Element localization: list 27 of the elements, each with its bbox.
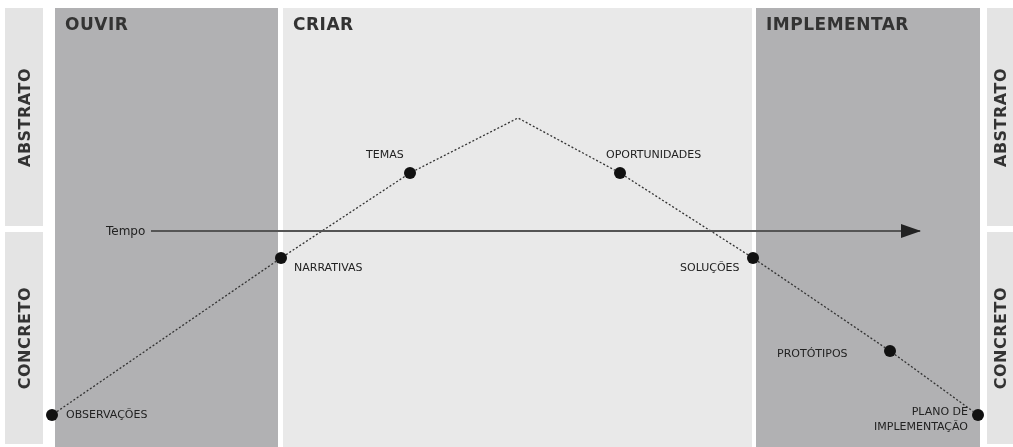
point-marker — [46, 409, 58, 421]
point-label: NARRATIVAS — [294, 261, 363, 274]
axis-band — [987, 8, 1013, 226]
axis-label: CONCRETO — [990, 286, 1010, 390]
axis-label: CONCRETO — [14, 286, 34, 390]
dotted-line — [624, 175, 749, 256]
dotted-line — [56, 260, 277, 413]
point-label: PROTÓTIPOS — [777, 347, 848, 360]
phase-heading: CRIAR — [293, 14, 354, 34]
point-label: SOLUÇÕES — [680, 261, 740, 274]
point-label: OBSERVAÇÕES — [66, 408, 148, 421]
phase-heading: IMPLEMENTAR — [766, 14, 909, 34]
axis-band — [5, 8, 43, 226]
point-label: PLANO DE IMPLEMENTAÇÃO — [873, 404, 968, 434]
axis-band — [5, 232, 43, 444]
dotted-line — [414, 117, 616, 171]
arrow — [150, 224, 921, 238]
dotted-line — [894, 353, 974, 413]
axis-band — [987, 232, 1013, 444]
point-label: TEMAS — [366, 148, 404, 161]
dotted-line — [757, 260, 886, 349]
axis-label: Tempo — [106, 224, 146, 238]
axis-label: ABSTRATO — [14, 67, 34, 167]
phase-heading: OUVIR — [65, 14, 129, 34]
dotted-line — [285, 175, 406, 256]
axis-label: ABSTRATO — [990, 67, 1010, 167]
point-label: OPORTUNIDADES — [606, 148, 702, 161]
